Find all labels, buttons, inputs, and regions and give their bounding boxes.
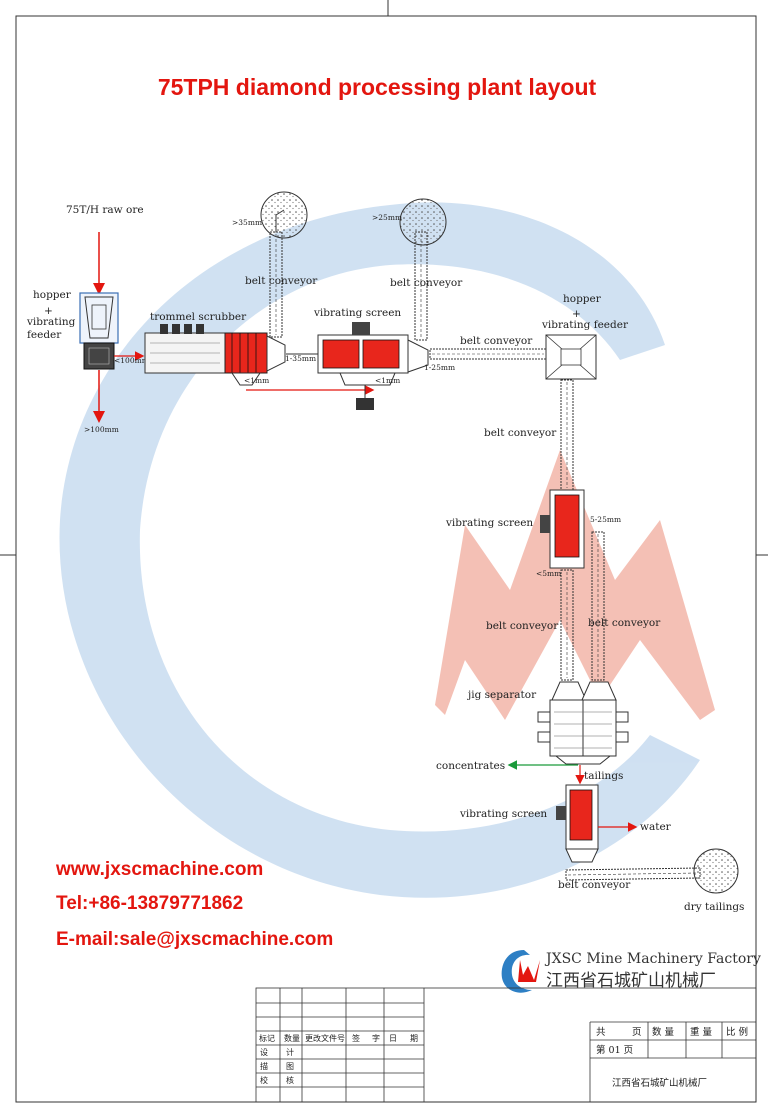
website-link[interactable]: www.jxscmachine.com — [55, 859, 263, 880]
vibrating-screen-3: vibrating screen water — [459, 784, 672, 863]
belt-conveyor-label-6: belt conveyor — [588, 617, 661, 629]
tailings-label: tailings — [584, 770, 623, 782]
size-gt35: >35mm — [232, 218, 262, 227]
vibrating-screen-label-3: vibrating screen — [459, 808, 547, 820]
size-1-25: 1-25mm — [424, 363, 455, 372]
size-5-25: 5-25mm — [590, 515, 621, 524]
size-lt1-a: <1mm — [244, 376, 269, 385]
tb-total: 共 — [596, 1027, 606, 1038]
tb-scale: 比 例 — [726, 1026, 748, 1038]
tb-quantity: 数 量 — [652, 1026, 675, 1038]
tb-header-1: 标记 — [259, 1033, 275, 1043]
hopper-label-2: hopper — [563, 293, 602, 305]
dry-tailings-label: dry tailings — [684, 901, 744, 913]
belt-conveyor-label-3: belt conveyor — [460, 335, 533, 347]
size-lt1-b: <1mm — [375, 376, 400, 385]
tb-row-3b: 核 — [286, 1075, 294, 1085]
belt-conveyor-35: >35mm belt conveyor — [232, 191, 318, 338]
vibrating-screen-2: vibrating screen 5-25mm <5mm belt convey… — [445, 489, 661, 681]
belt-conveyor-label-4: belt conveyor — [484, 427, 557, 439]
belt-conveyor-tailings: belt conveyor dry tailings — [558, 848, 744, 913]
feeder-label-1: feeder — [27, 329, 62, 341]
plus-label-1: + — [44, 305, 53, 317]
email-link[interactable]: E-mail:sale@jxscmachine.com — [56, 929, 333, 950]
raw-ore-feed: 75T/H raw ore — [66, 204, 144, 295]
belt-conveyor-label-2: belt conveyor — [390, 277, 463, 289]
belt-conveyor-hopper: belt conveyor — [429, 335, 547, 360]
vibrating-feeder-label-2: vibrating feeder — [541, 319, 629, 331]
tb-header-2: 数量 — [284, 1033, 300, 1043]
factory-name-cn: 江西省石城矿山机械厂 — [546, 971, 716, 991]
concentrates-label: concentrates — [436, 760, 505, 772]
belt-conveyor-label-5: belt conveyor — [486, 620, 559, 632]
vibrating-screen-1: vibrating screen <1mm 1-25mm — [286, 307, 455, 410]
belt-conveyor-vertical: belt conveyor — [484, 379, 574, 491]
vibrating-screen-label-1: vibrating screen — [313, 307, 401, 319]
factory-logo-icon — [501, 950, 540, 993]
size-lt100: <100mm — [114, 356, 149, 365]
tb-header-3: 更改文件号 — [305, 1033, 345, 1043]
water-label: water — [640, 821, 672, 833]
hopper-feeder-1: hopper + vibrating feeder >100mm <100mm — [26, 289, 149, 434]
tb-company: 江西省石城矿山机械厂 — [612, 1077, 707, 1089]
size-1-35: 1-35mm — [285, 354, 316, 363]
factory-name-en: JXSC Mine Machinery Factory — [544, 951, 761, 967]
jig-separator: jig separator concentrates tailings — [436, 681, 629, 785]
vibrating-screen-label-2: vibrating screen — [445, 517, 533, 529]
tb-page-no: 第 01 页 — [596, 1044, 633, 1056]
page-title: 75TPH diamond processing plant layout — [158, 74, 597, 100]
watermark-logo — [59, 202, 715, 898]
contact-info: www.jxscmachine.com Tel:+86-13879771862 … — [55, 859, 333, 950]
title-block-text: 标记 数量 更改文件号 签 字 日 期 设 计 描 图 校 核 共 页 数 量 … — [259, 1026, 748, 1089]
tb-header-4: 签 — [352, 1033, 360, 1043]
phone-number: Tel:+86-13879771862 — [56, 893, 243, 914]
trommel-scrubber: trommel scrubber <1mm 1-35mm — [144, 311, 316, 386]
tb-header-6: 日 — [389, 1034, 397, 1043]
hopper-label-1: hopper — [33, 289, 72, 301]
size-gt100-b: >100mm — [84, 425, 119, 434]
belt-conveyor-label-1: belt conveyor — [245, 275, 318, 287]
belt-conveyor-25: >25mm belt conveyor — [372, 198, 463, 341]
factory-brand: JXSC Mine Machinery Factory 江西省石城矿山机械厂 — [501, 950, 761, 993]
title-block — [255, 987, 757, 1103]
trommel-label: trommel scrubber — [150, 311, 247, 323]
size-gt25: >25mm — [372, 213, 402, 222]
tb-row-2a: 描 — [260, 1061, 268, 1071]
tb-header-5: 字 — [372, 1033, 380, 1043]
vibrating-label-1: vibrating — [26, 316, 76, 328]
tb-row-1a: 设 — [260, 1047, 268, 1057]
tb-header-7: 期 — [410, 1034, 418, 1043]
hopper-feeder-2: hopper + vibrating feeder — [541, 293, 629, 380]
tb-row-2b: 图 — [286, 1062, 294, 1071]
size-lt5: <5mm — [536, 569, 561, 578]
jig-label: jig separator — [466, 689, 537, 701]
tb-pages: 页 — [632, 1027, 642, 1038]
plus-label-2: + — [572, 308, 581, 320]
belt-conveyor-label-7: belt conveyor — [558, 879, 631, 891]
tb-row-3a: 校 — [260, 1075, 268, 1085]
tb-weight: 重 量 — [690, 1026, 713, 1038]
raw-ore-label: 75T/H raw ore — [66, 204, 144, 216]
tb-row-1b: 计 — [286, 1047, 294, 1057]
